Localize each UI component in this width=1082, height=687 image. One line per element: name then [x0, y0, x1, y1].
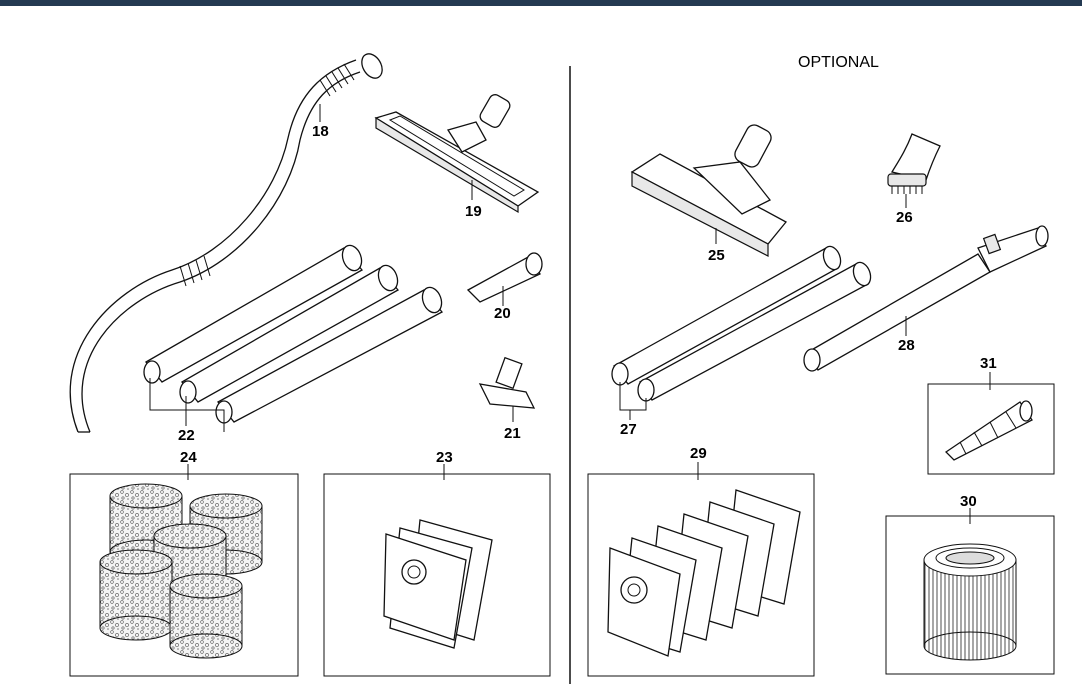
- paper-bags: [383, 519, 493, 649]
- dusting-brush-part: [887, 133, 941, 194]
- part-label-23: 23: [436, 449, 453, 466]
- crevice-tool-part: [466, 252, 543, 303]
- big-floor-nozzle-part: [630, 124, 788, 257]
- part-label-31: 31: [980, 355, 997, 372]
- top-bar: [0, 0, 1082, 6]
- adapter-box: [927, 383, 1055, 475]
- foam-filters: [99, 483, 263, 659]
- paper-bags-box: [323, 473, 551, 677]
- adapter-part: [944, 400, 1033, 461]
- upholstery-nozzle-part: [478, 356, 536, 409]
- part-label-20: 20: [494, 305, 511, 322]
- two-tubes-part: [611, 245, 872, 402]
- part-label-29: 29: [690, 445, 707, 462]
- part-label-24: 24: [180, 449, 197, 466]
- part-label-26: 26: [896, 209, 913, 226]
- part-label-25: 25: [708, 247, 725, 264]
- paper-bags-pack-box: [587, 473, 815, 677]
- part-label-28: 28: [898, 337, 915, 354]
- part-label-22: 22: [178, 427, 195, 444]
- foam-filters-box: [69, 473, 299, 677]
- cartridge-filter: [923, 543, 1017, 661]
- part-label-21: 21: [504, 425, 521, 442]
- hose-part: [69, 53, 383, 433]
- part-label-30: 30: [960, 493, 977, 510]
- part-label-19: 19: [465, 203, 482, 220]
- floor-nozzle-part: [374, 94, 540, 214]
- tubes-part: [143, 244, 444, 424]
- paper-bags-pack: [607, 489, 801, 657]
- optional-label: OPTIONAL: [798, 54, 879, 71]
- part-label-18: 18: [312, 123, 329, 140]
- telescopic-tube-part: [803, 225, 1049, 372]
- part-label-27: 27: [620, 421, 637, 438]
